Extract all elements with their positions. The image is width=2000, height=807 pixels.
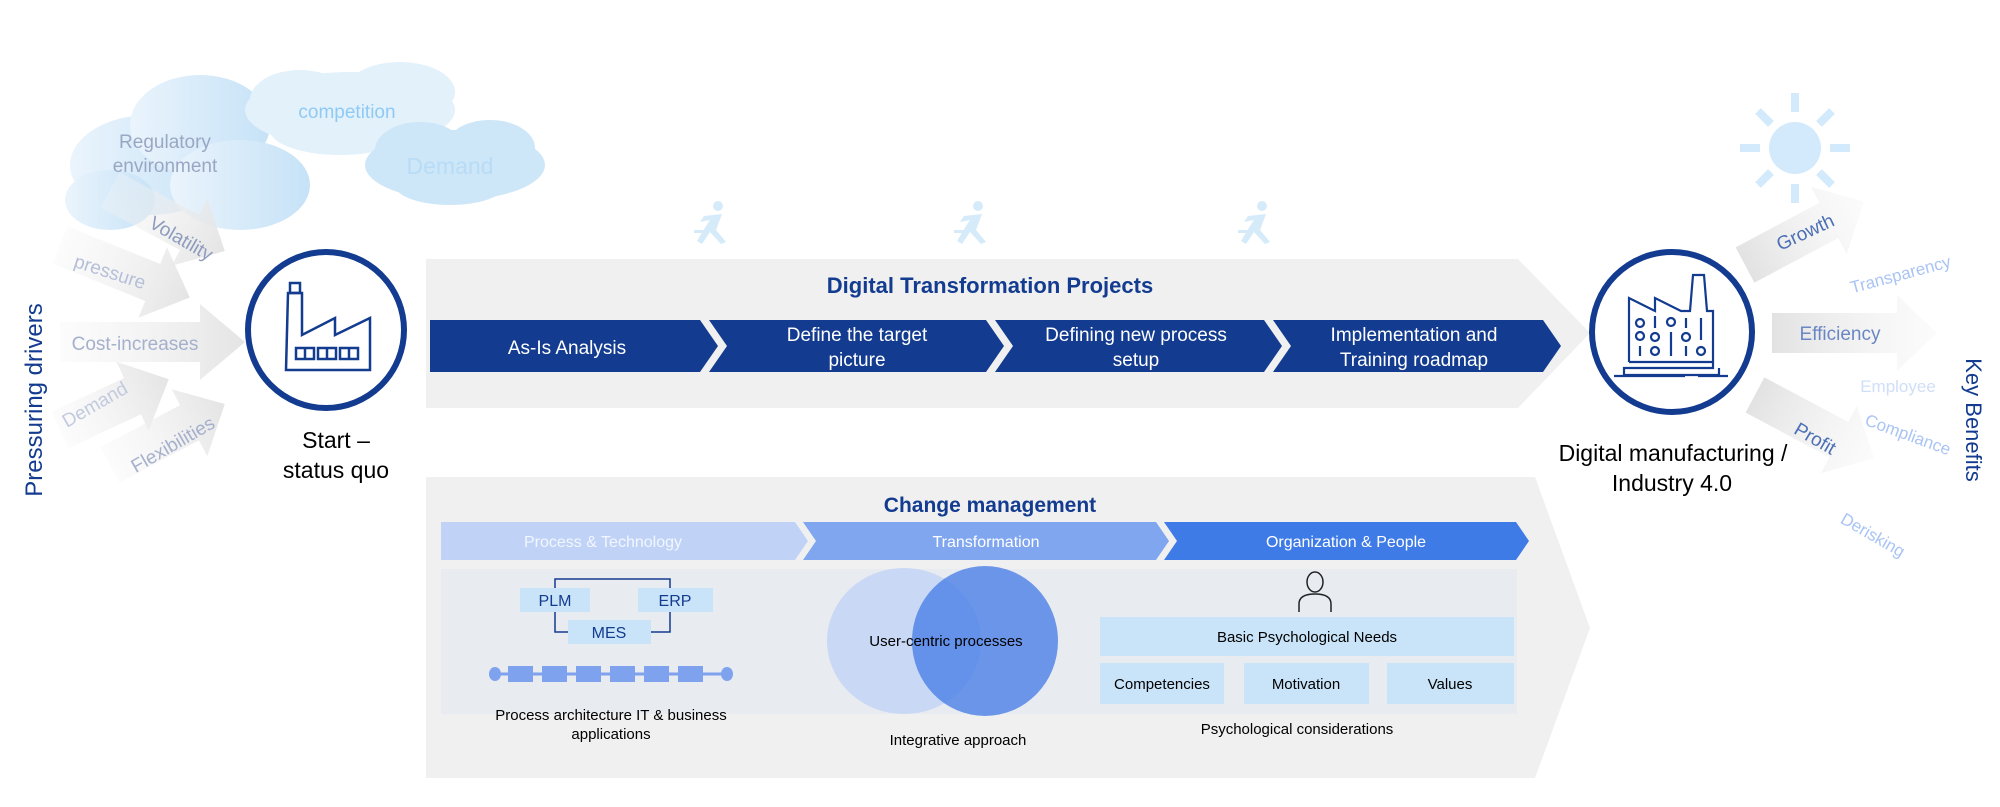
step-process[interactable] xyxy=(995,320,1282,372)
step-label: Define the target xyxy=(787,325,928,346)
benefit-transparency: Transparency xyxy=(1848,252,1953,297)
process-caption: Process architecture IT & business xyxy=(495,707,727,724)
step-label: picture xyxy=(828,350,885,371)
system-plm xyxy=(520,588,590,612)
process-caption: applications xyxy=(571,726,650,743)
process-chain-icon xyxy=(489,666,733,682)
sun-icon xyxy=(1740,93,1850,203)
psych-caption: Psychological considerations xyxy=(1201,721,1394,738)
change-title: Change management xyxy=(884,494,1096,517)
cloud-text-environment: environment xyxy=(113,156,218,177)
cloud-text-regulatory: Regulatory xyxy=(119,132,211,153)
driver-cost-increases: Cost-increases xyxy=(72,334,199,355)
benefit-compliance: Compliance xyxy=(1862,411,1953,460)
cloud-text-competition: competition xyxy=(298,102,395,123)
cloud-demand xyxy=(365,120,545,205)
phase-transformation[interactable] xyxy=(803,522,1169,560)
cloud-competition xyxy=(245,62,455,155)
step-label: Defining new process xyxy=(1045,325,1227,346)
phase-process-technology[interactable] xyxy=(441,522,808,560)
cloud-text-demand: Demand xyxy=(407,153,494,179)
hurdler-icon xyxy=(954,201,986,244)
start-label-line2: status quo xyxy=(283,457,389,483)
needs-title: Basic Psychological Needs xyxy=(1217,629,1397,646)
step-implementation[interactable] xyxy=(1273,320,1561,372)
need-label: Competencies xyxy=(1114,676,1210,693)
hurdler-icon xyxy=(694,201,726,244)
venn-caption: Integrative approach xyxy=(890,732,1027,749)
step-target[interactable] xyxy=(709,320,1004,372)
key-benefits-title: Key Benefits xyxy=(1961,358,1986,482)
phase-organization-people[interactable] xyxy=(1164,522,1529,560)
need-motivation xyxy=(1244,663,1369,704)
system-label: ERP xyxy=(659,593,692,610)
step-label: setup xyxy=(1113,350,1159,371)
system-mes xyxy=(568,620,651,644)
benefit-derisking: Derisking xyxy=(1837,509,1908,561)
step-as-is[interactable] xyxy=(430,320,718,372)
step-label: Training roadmap xyxy=(1340,350,1488,371)
need-label: Values xyxy=(1428,676,1473,693)
venn-label: User-centric processes xyxy=(869,633,1022,650)
pressure-arrows xyxy=(51,172,245,483)
venn-right xyxy=(912,566,1058,716)
start-label-line1: Start – xyxy=(302,427,370,453)
target-label-line2: Industry 4.0 xyxy=(1612,470,1732,496)
pressuring-drivers-title: Pressuring drivers xyxy=(21,303,48,496)
phase-label: Organization & People xyxy=(1266,534,1426,551)
step-label: Implementation and xyxy=(1331,325,1498,346)
factory-icon xyxy=(245,249,407,411)
benefit-efficiency: Efficiency xyxy=(1800,324,1881,345)
need-competencies xyxy=(1100,663,1224,704)
benefit-arrows xyxy=(1735,186,1937,474)
hurdler-icon xyxy=(1238,201,1270,244)
phase-label: Process & Technology xyxy=(524,534,682,551)
person-icon xyxy=(1298,571,1332,612)
project-steps xyxy=(430,320,1561,372)
system-label: MES xyxy=(592,625,627,642)
need-values xyxy=(1387,663,1514,704)
system-label: PLM xyxy=(539,593,572,610)
step-label: As-Is Analysis xyxy=(508,338,626,359)
benefit-employee: Employee xyxy=(1860,377,1936,396)
needs-box xyxy=(1100,617,1514,656)
phase-label: Transformation xyxy=(933,534,1040,551)
target-label-line1: Digital manufacturing / xyxy=(1559,440,1788,466)
projects-title: Digital Transformation Projects xyxy=(827,273,1153,298)
need-label: Motivation xyxy=(1272,676,1340,693)
smart-factory-icon xyxy=(1589,249,1755,415)
system-erp xyxy=(638,588,713,612)
runner-icons xyxy=(694,201,1270,244)
